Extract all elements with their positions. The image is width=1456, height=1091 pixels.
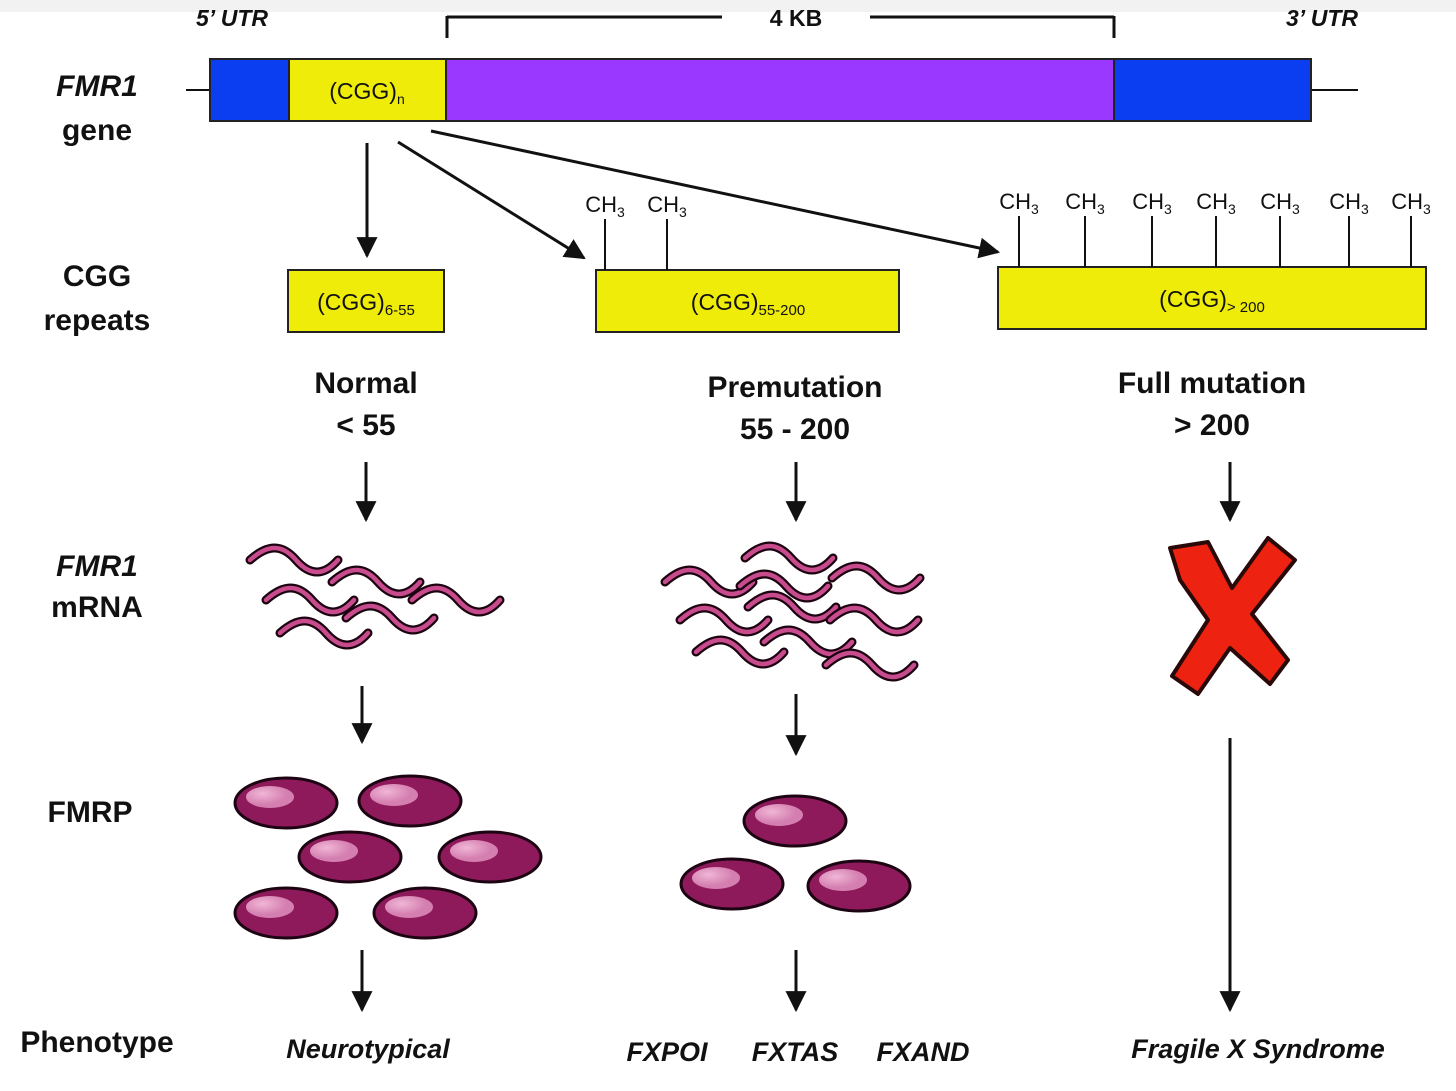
mrna-strand	[341, 601, 439, 635]
mrna-strand	[825, 603, 923, 637]
category-title-full: Full mutation	[1118, 367, 1306, 400]
top-band	[0, 0, 1456, 12]
mrna-strand	[245, 543, 343, 577]
fmrp-group-normal	[233, 774, 543, 940]
methyl-label: CH3	[999, 189, 1039, 217]
fmrp-group-premutation	[679, 794, 912, 913]
category-range-normal: < 55	[336, 409, 395, 442]
phenotype-fxpoi: FXPOI	[626, 1037, 708, 1067]
methyl-label: CH3	[1260, 189, 1300, 217]
mrna-group-normal	[245, 543, 505, 650]
no-mrna-cross-icon	[1168, 536, 1297, 696]
phenotype-fxand: FXAND	[877, 1037, 970, 1067]
gene-suffix-label: gene	[62, 114, 132, 147]
mrna-gene-label: FMR1	[56, 550, 138, 583]
repeat-box-normal	[287, 269, 445, 333]
fmrp-protein	[806, 859, 912, 913]
mrna-strand	[327, 565, 425, 599]
repeat-box-full	[997, 266, 1427, 330]
category-range-premutation: 55 - 200	[740, 413, 850, 446]
mrna-strand	[261, 583, 359, 617]
methyl-label: CH3	[1132, 189, 1172, 217]
repeat-box-premutation	[595, 269, 900, 333]
methyl-label: CH3	[1065, 189, 1105, 217]
mrna-strand	[740, 541, 838, 575]
methyl-label: CH3	[647, 192, 687, 220]
fmrp-protein	[297, 830, 403, 884]
mrna-strand	[691, 635, 789, 669]
arrow-gene-premutation	[397, 140, 586, 260]
fmrp-protein	[742, 794, 848, 848]
arrow-gene-full	[430, 129, 1001, 259]
fmrp-protein	[679, 857, 785, 911]
methyl-label: CH3	[1391, 189, 1431, 217]
repeat-label-full: (CGG)> 200	[1159, 286, 1265, 316]
size-bracket	[445, 15, 1116, 38]
phenotype-full: Fragile X Syndrome	[1131, 1034, 1385, 1064]
fmrp-row-label: FMRP	[48, 796, 133, 829]
category-range-full: > 200	[1174, 409, 1250, 442]
utr5-segment	[209, 58, 290, 122]
fmrp-protein	[357, 774, 463, 828]
cgg-row-label-2: repeats	[44, 304, 151, 337]
mrna-row-label: mRNA	[51, 591, 143, 624]
phenotype-normal: Neurotypical	[286, 1034, 450, 1064]
fmrp-protein	[233, 776, 339, 830]
utr5-label: 5’ UTR	[196, 5, 268, 31]
methyl-group-premutation: CH3 CH3	[585, 192, 687, 270]
phenotype-fxtas: FXTAS	[752, 1037, 839, 1067]
mrna-strand	[407, 583, 505, 617]
category-title-normal: Normal	[314, 367, 417, 400]
mrna-strand	[821, 648, 919, 682]
fmrp-protein	[233, 886, 339, 940]
cgg-row-label-1: CGG	[63, 260, 131, 293]
mrna-strand	[743, 590, 841, 624]
mrna-strand	[275, 616, 373, 650]
methyl-label: CH3	[585, 192, 625, 220]
gene-name-label: FMR1	[56, 70, 138, 103]
mrna-strand	[660, 565, 758, 599]
utr3-segment	[1113, 58, 1312, 122]
utr3-label: 3’ UTR	[1286, 5, 1358, 31]
mrna-strand	[675, 603, 773, 637]
methyl-label: CH3	[1196, 189, 1236, 217]
repeat-label-normal: (CGG)6-55	[317, 289, 415, 319]
fmrp-protein	[437, 830, 543, 884]
repeat-label-premutation: (CGG)55-200	[691, 289, 805, 319]
phenotype-row-label: Phenotype	[20, 1026, 173, 1059]
coding-segment	[445, 58, 1115, 122]
category-title-premutation: Premutation	[707, 371, 882, 404]
methyl-group-full: CH3 CH3 CH3 CH3 CH3 CH3 CH3	[999, 189, 1431, 267]
mrna-strand	[735, 569, 833, 603]
gene-repeat-label: (CGG)n	[329, 78, 405, 107]
size-label: 4 KB	[770, 5, 822, 31]
fmrp-protein	[372, 886, 478, 940]
mrna-strand	[827, 561, 925, 595]
mrna-strand	[759, 625, 857, 659]
methyl-label: CH3	[1329, 189, 1369, 217]
mrna-group-premutation	[660, 541, 925, 682]
